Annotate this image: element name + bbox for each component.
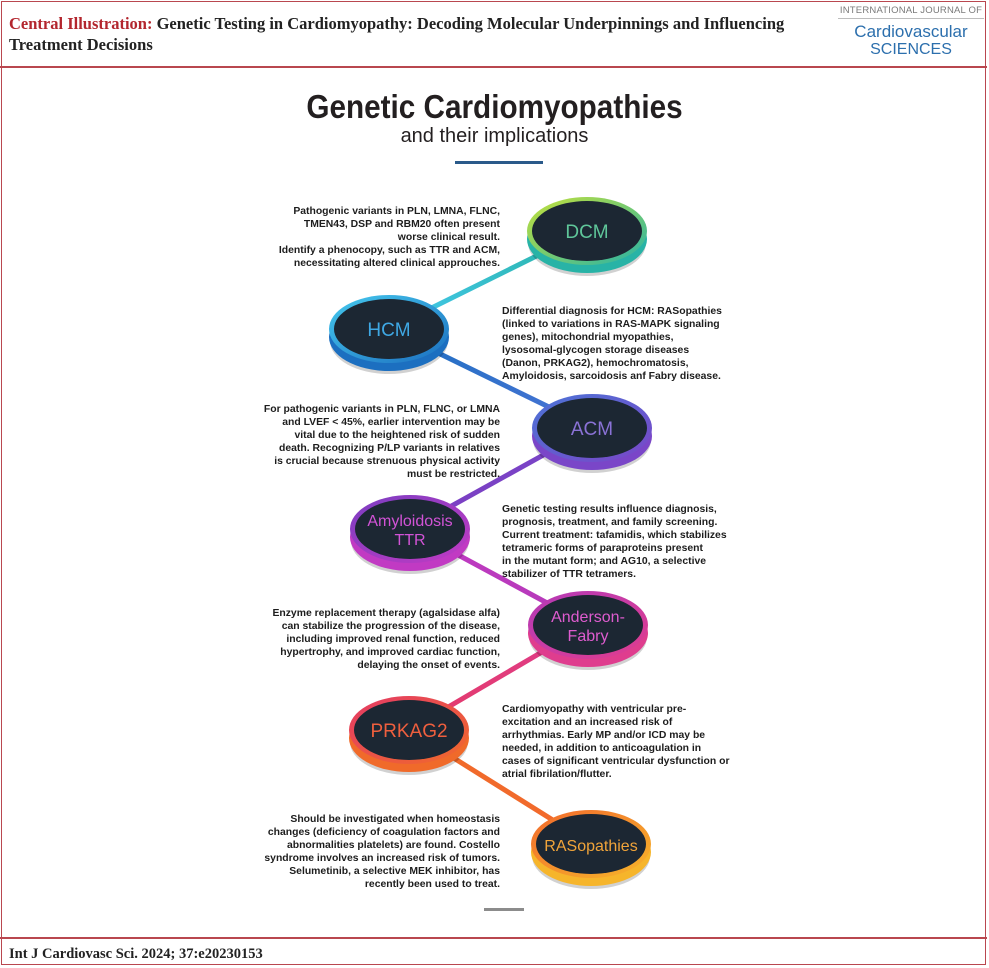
journal-logo: INTERNATIONAL JOURNAL OF Cardiovascular … [838,5,984,58]
description-line: (linked to variations in RAS-MAPK signal… [502,319,720,330]
node-face [537,398,647,458]
description-line: needed, in addition to anticoagulation i… [502,743,702,754]
header-title: Central Illustration: Genetic Testing in… [9,13,809,55]
title-underline [455,161,543,164]
bottom-divider [484,908,524,911]
node-face [532,201,642,261]
node-face [354,700,464,760]
node-hcm: HCM [329,295,449,374]
description-amyloidosisttr: Genetic testing results influence diagno… [502,503,752,581]
header: Central Illustration: Genetic Testing in… [0,0,987,68]
description-line: Selumetinib, a selective MEK inhibitor, … [289,866,500,877]
description-dcm: Pathogenic variants in PLN, LMNA, FLNC, T… [250,205,500,270]
description-line: including improved renal function, reduc… [286,634,500,645]
description-line: prognosis, treatment, and family screeni… [502,517,718,528]
description-line: hypertrophy, and improved cardiac functi… [280,647,500,658]
description-line: must be restricted. [407,469,500,480]
node-label: HCM [367,320,410,341]
journal-logo-line2: Cardiovascular [854,22,968,41]
journal-logo-line3: SCIENCES [870,41,952,58]
node-label: Anderson- [551,609,625,626]
node-rasopathies: RASopathies [531,810,651,889]
description-line: stabilizer of TTR tetramers. [502,569,636,580]
node-face [536,814,646,874]
figure-subtitle: and their implications [400,125,589,147]
description-line: Cardiomyopathy with ventricular pre- [502,704,687,715]
description-line: arrhythmias. Early MP and/or ICD may be [502,730,706,741]
figure-title: Genetic Cardiomyopathies [306,88,683,125]
description-line: atrial fibrilation/flutter. [502,769,612,780]
description-line: (Danon, PRKAG2), hemochromatosis, [502,358,689,369]
description-line: lysosomal-glycogen storage diseases [502,345,690,356]
description-line: Differential diagnosis for HCM: RASopath… [502,306,722,317]
node-andersonfabry: Anderson- Fabry [528,591,648,670]
node-label: RASopathies [544,838,637,855]
description-line: Current treatment: tafamidis, which stab… [502,530,727,541]
node-label: Amyloidosis [367,513,452,530]
node-prkag2: PRKAG2 [349,696,469,775]
journal-logo-line1: INTERNATIONAL JOURNAL OF [838,5,984,19]
node-label: ACM [571,419,613,440]
description-line: in the mutant form; and AG10, a selectiv… [502,556,707,567]
description-line: Amyloidosis, sarcoidosis anf Fabry disea… [502,371,721,382]
description-line: worse clinical result. [397,232,500,243]
description-prkag2: Cardiomyopathy with ventricular pre-exci… [502,703,752,781]
description-line: cases of significant ventricular dysfunc… [502,756,730,767]
description-acm: For pathogenic variants in PLN, FLNC, or… [250,403,500,481]
description-line: tetrameric forms of paraproteins present [502,543,703,554]
node-face [355,499,465,559]
description-line: Genetic testing results influence diagno… [502,504,717,515]
description-line: recently been used to treat. [364,879,500,890]
description-line: is crucial because strenuous physical ac… [274,456,500,467]
description-line: abnormalities platelets) are found. Cost… [286,840,500,851]
node-label: PRKAG2 [370,721,447,742]
description-line: Pathogenic variants in PLN, LMNA, FLNC, [293,206,500,217]
node-dcm: DCM [527,197,647,276]
header-title-rest: Genetic Testing in Cardiomyopathy: Decod… [9,14,785,54]
footer: Int J Cardiovasc Sci. 2024; 37:e20230153 [0,937,987,968]
description-line: Should be investigated when homeostasis [290,814,500,825]
description-hcm: Differential diagnosis for HCM: RASopath… [502,305,752,383]
description-line: vital due to the heightened risk of sudd… [294,430,500,441]
description-line: genes), mitochondrial myopathies, [502,332,674,343]
description-line: TMEN43, DSP and RBM20 often present [303,219,500,230]
description-rasopathies: Should be investigated when homeostasis c… [250,813,500,891]
description-line: Identify a phenocopy, such as TTR and AC… [278,245,500,256]
header-title-lead: Central Illustration: [9,14,153,33]
footer-citation: Int J Cardiovasc Sci. 2024; 37:e20230153 [9,946,263,962]
description-line: Enzyme replacement therapy (agalsidase a… [272,608,500,619]
node-acm: ACM [532,394,652,473]
node-label: DCM [565,222,608,243]
node-face [334,299,444,359]
description-line: delaying the onset of events. [357,660,500,671]
description-line: necessitating altered clinical approuche… [293,258,500,269]
node-label-line2: Fabry [568,628,609,645]
description-line: For pathogenic variants in PLN, FLNC, or… [263,404,500,415]
node-label-line2: TTR [394,532,425,549]
description-line: death. Recognizing P/LP variants in rela… [279,443,500,454]
description-line: can stabilize the progression of the dis… [281,621,500,632]
description-line: syndrome involves an increased risk of t… [264,853,500,864]
description-line: changes (deficiency of coagulation facto… [267,827,500,838]
description-line: and LVEF < 45%, earlier intervention may… [282,417,500,428]
description-andersonfabry: Enzyme replacement therapy (agalsidase a… [250,607,500,672]
description-line: excitation and an increased risk of [502,717,673,728]
node-face [533,595,643,655]
